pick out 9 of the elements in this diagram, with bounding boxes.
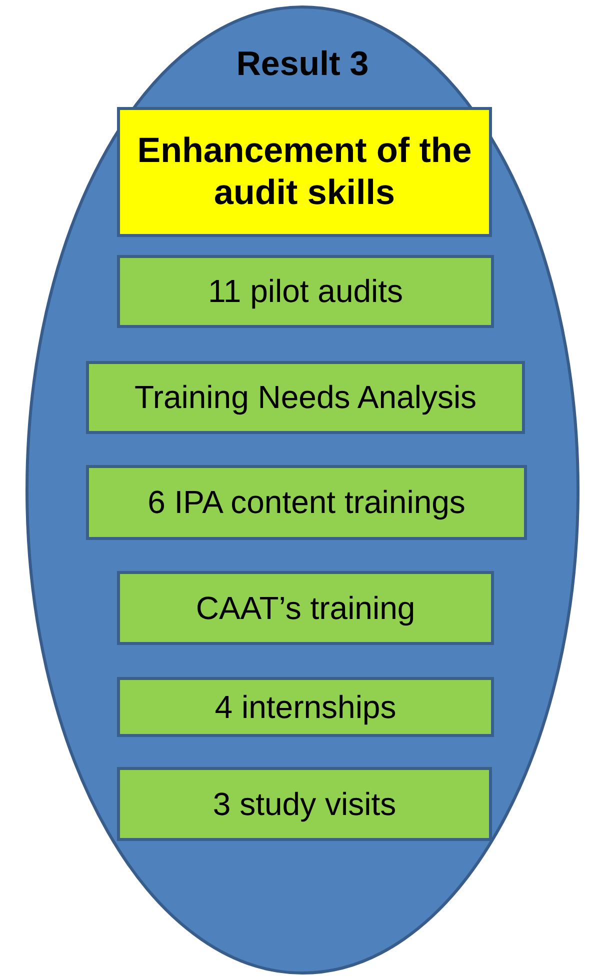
oval-title: Result 3 bbox=[235, 45, 370, 84]
heading-box: Enhancement of the audit skills bbox=[117, 107, 492, 237]
activity-box: Training Needs Analysis bbox=[86, 361, 525, 434]
activity-box: 11 pilot audits bbox=[117, 255, 494, 328]
activity-box: CAAT’s training bbox=[117, 571, 494, 645]
activity-box: 3 study visits bbox=[117, 767, 492, 841]
activity-box: 4 internships bbox=[117, 677, 494, 737]
oval-panel bbox=[25, 5, 580, 975]
activity-box: 6 IPA content trainings bbox=[86, 465, 527, 540]
